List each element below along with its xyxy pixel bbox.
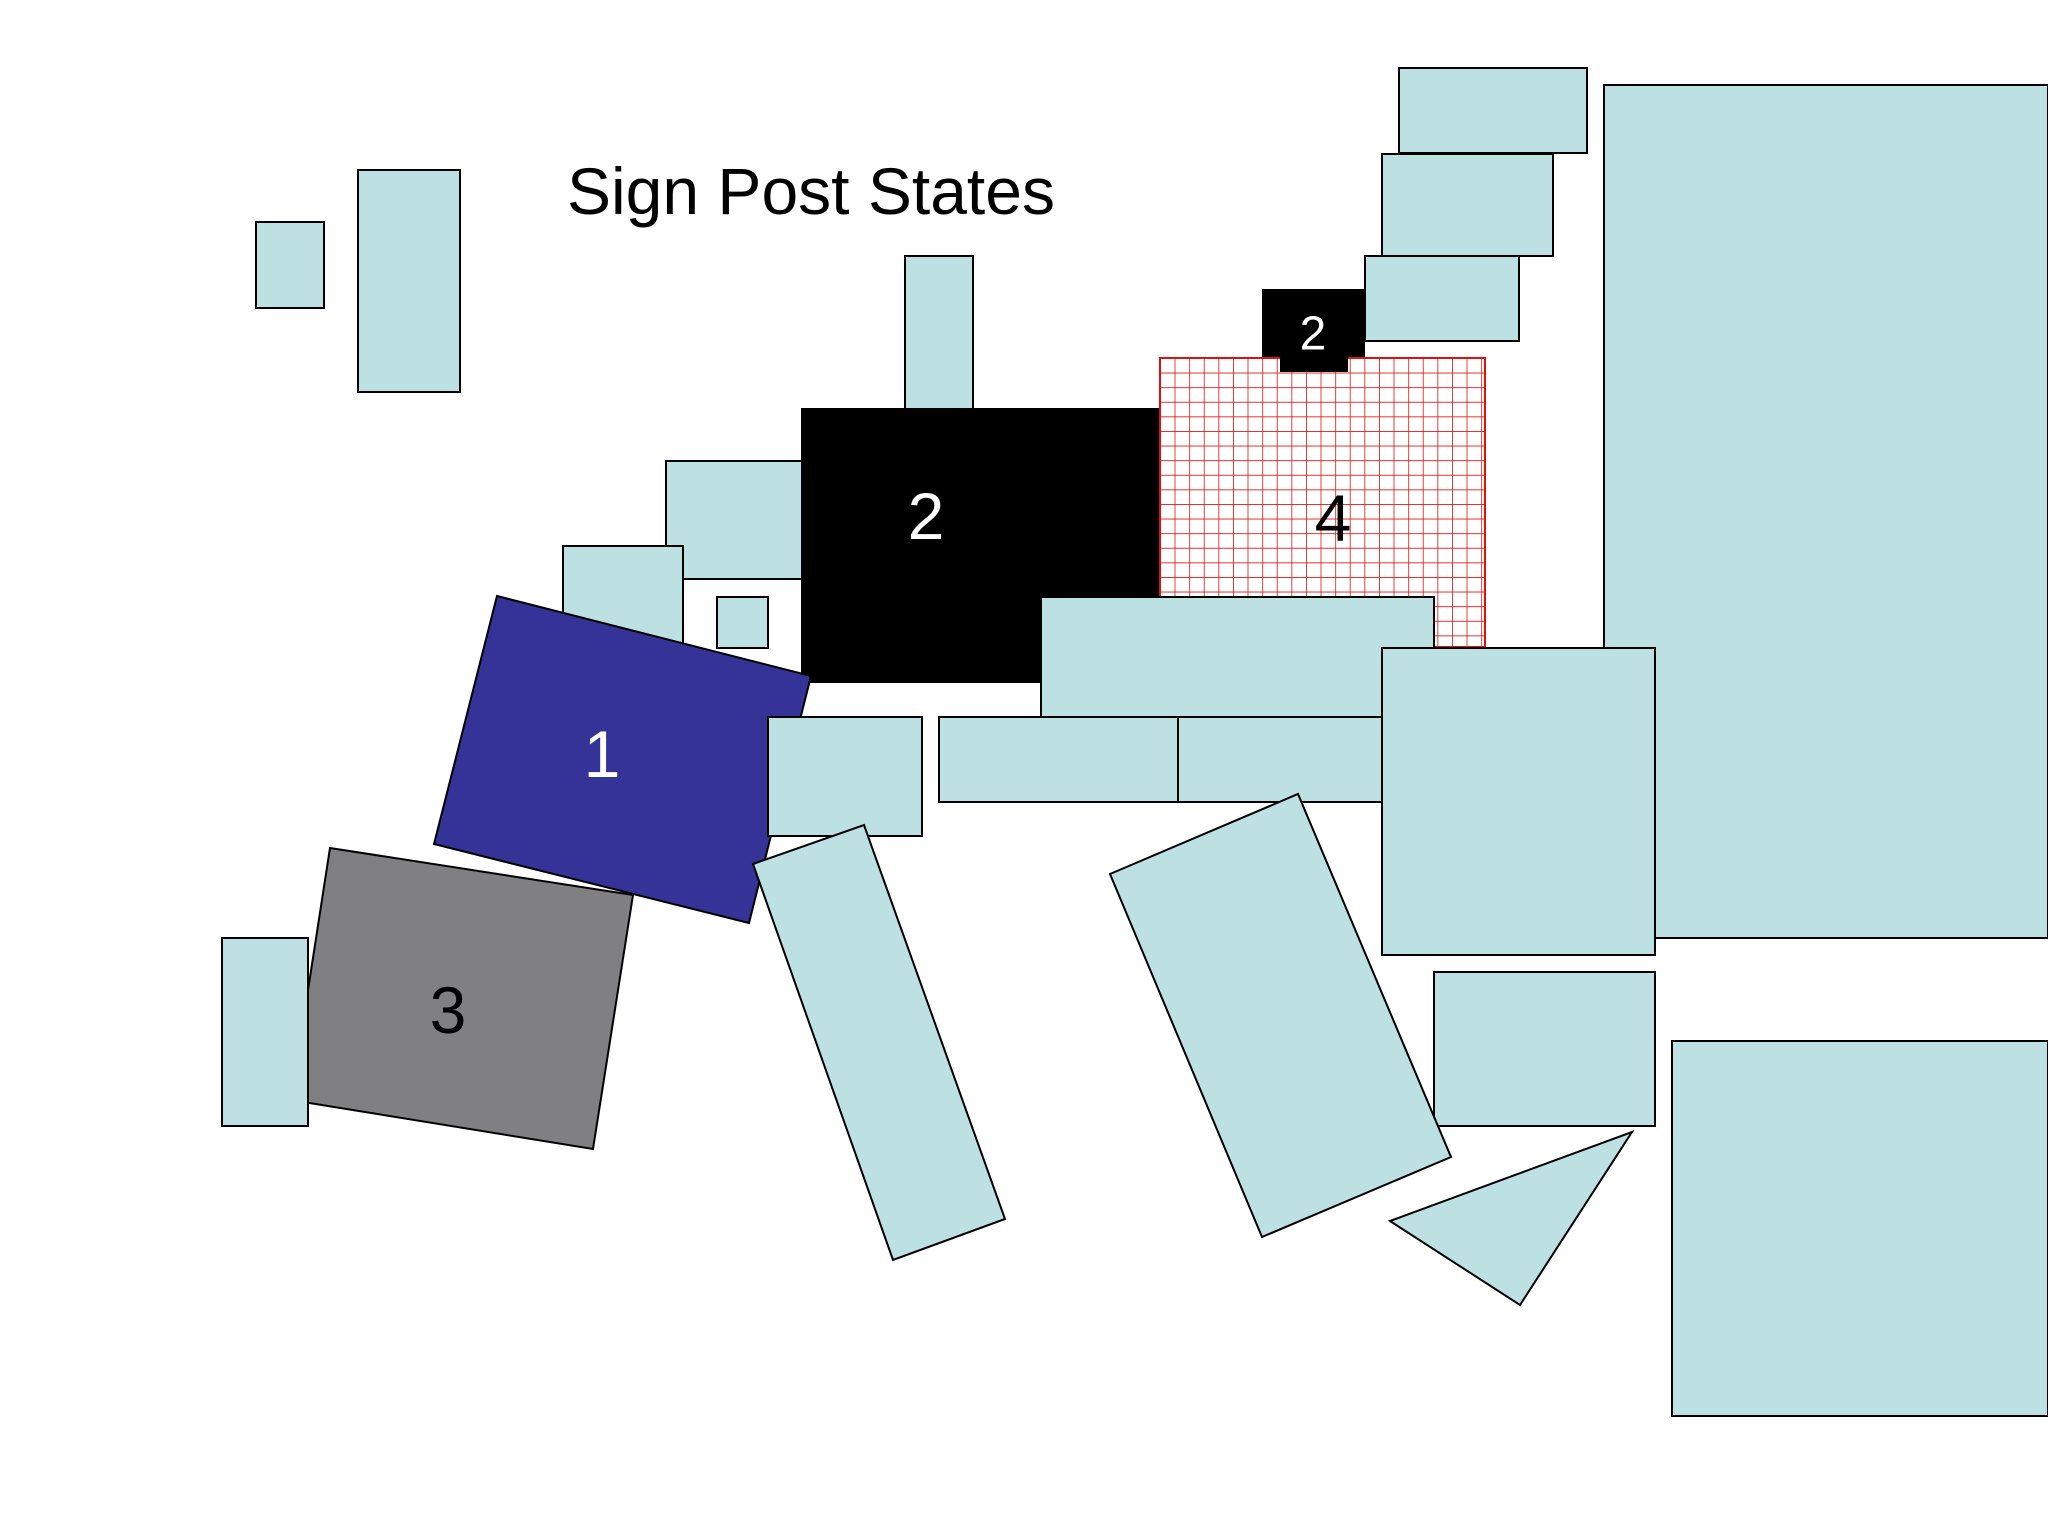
region-block-wide-middle [1040, 596, 1435, 718]
state-3-label: 3 [430, 973, 467, 1047]
state-4-label: 4 [1315, 481, 1352, 555]
region-block-rotated-large [1108, 792, 1453, 1239]
region-triangle [1387, 1130, 1635, 1307]
state-2-small-block-tab [1280, 350, 1348, 372]
region-block-rotated-long [751, 823, 1007, 1262]
region-block-right-middle [1381, 647, 1656, 956]
state-2-label: 2 [908, 479, 945, 553]
region-block-top-stack-2 [1381, 153, 1554, 257]
region-block-right-lower-small [1433, 971, 1656, 1127]
region-block-left-of-state-2 [665, 460, 804, 580]
state-2-small-block [1262, 289, 1365, 357]
region-block-bottom-right [1671, 1040, 2048, 1417]
state-2-small-label: 2 [1300, 308, 1327, 361]
diagram-title: Sign Post States [567, 154, 1055, 228]
region-block-below-state-2 [767, 716, 923, 837]
region-block-tiny-square [716, 596, 769, 649]
region-block-top-stack-3 [1364, 255, 1520, 342]
region-block-left-lower [221, 937, 309, 1127]
region-block-top-left-tall [357, 169, 461, 393]
state-1-block [432, 594, 813, 925]
region-block-strip-left [938, 716, 1179, 803]
state-1-label: 1 [584, 717, 621, 791]
region-block-top-left-small [255, 221, 325, 309]
region-block-top-stack-1 [1398, 67, 1588, 154]
region-block-strip-right [1177, 716, 1384, 803]
region-block-narrow-post [904, 255, 974, 411]
region-block-large-right [1603, 84, 2048, 939]
